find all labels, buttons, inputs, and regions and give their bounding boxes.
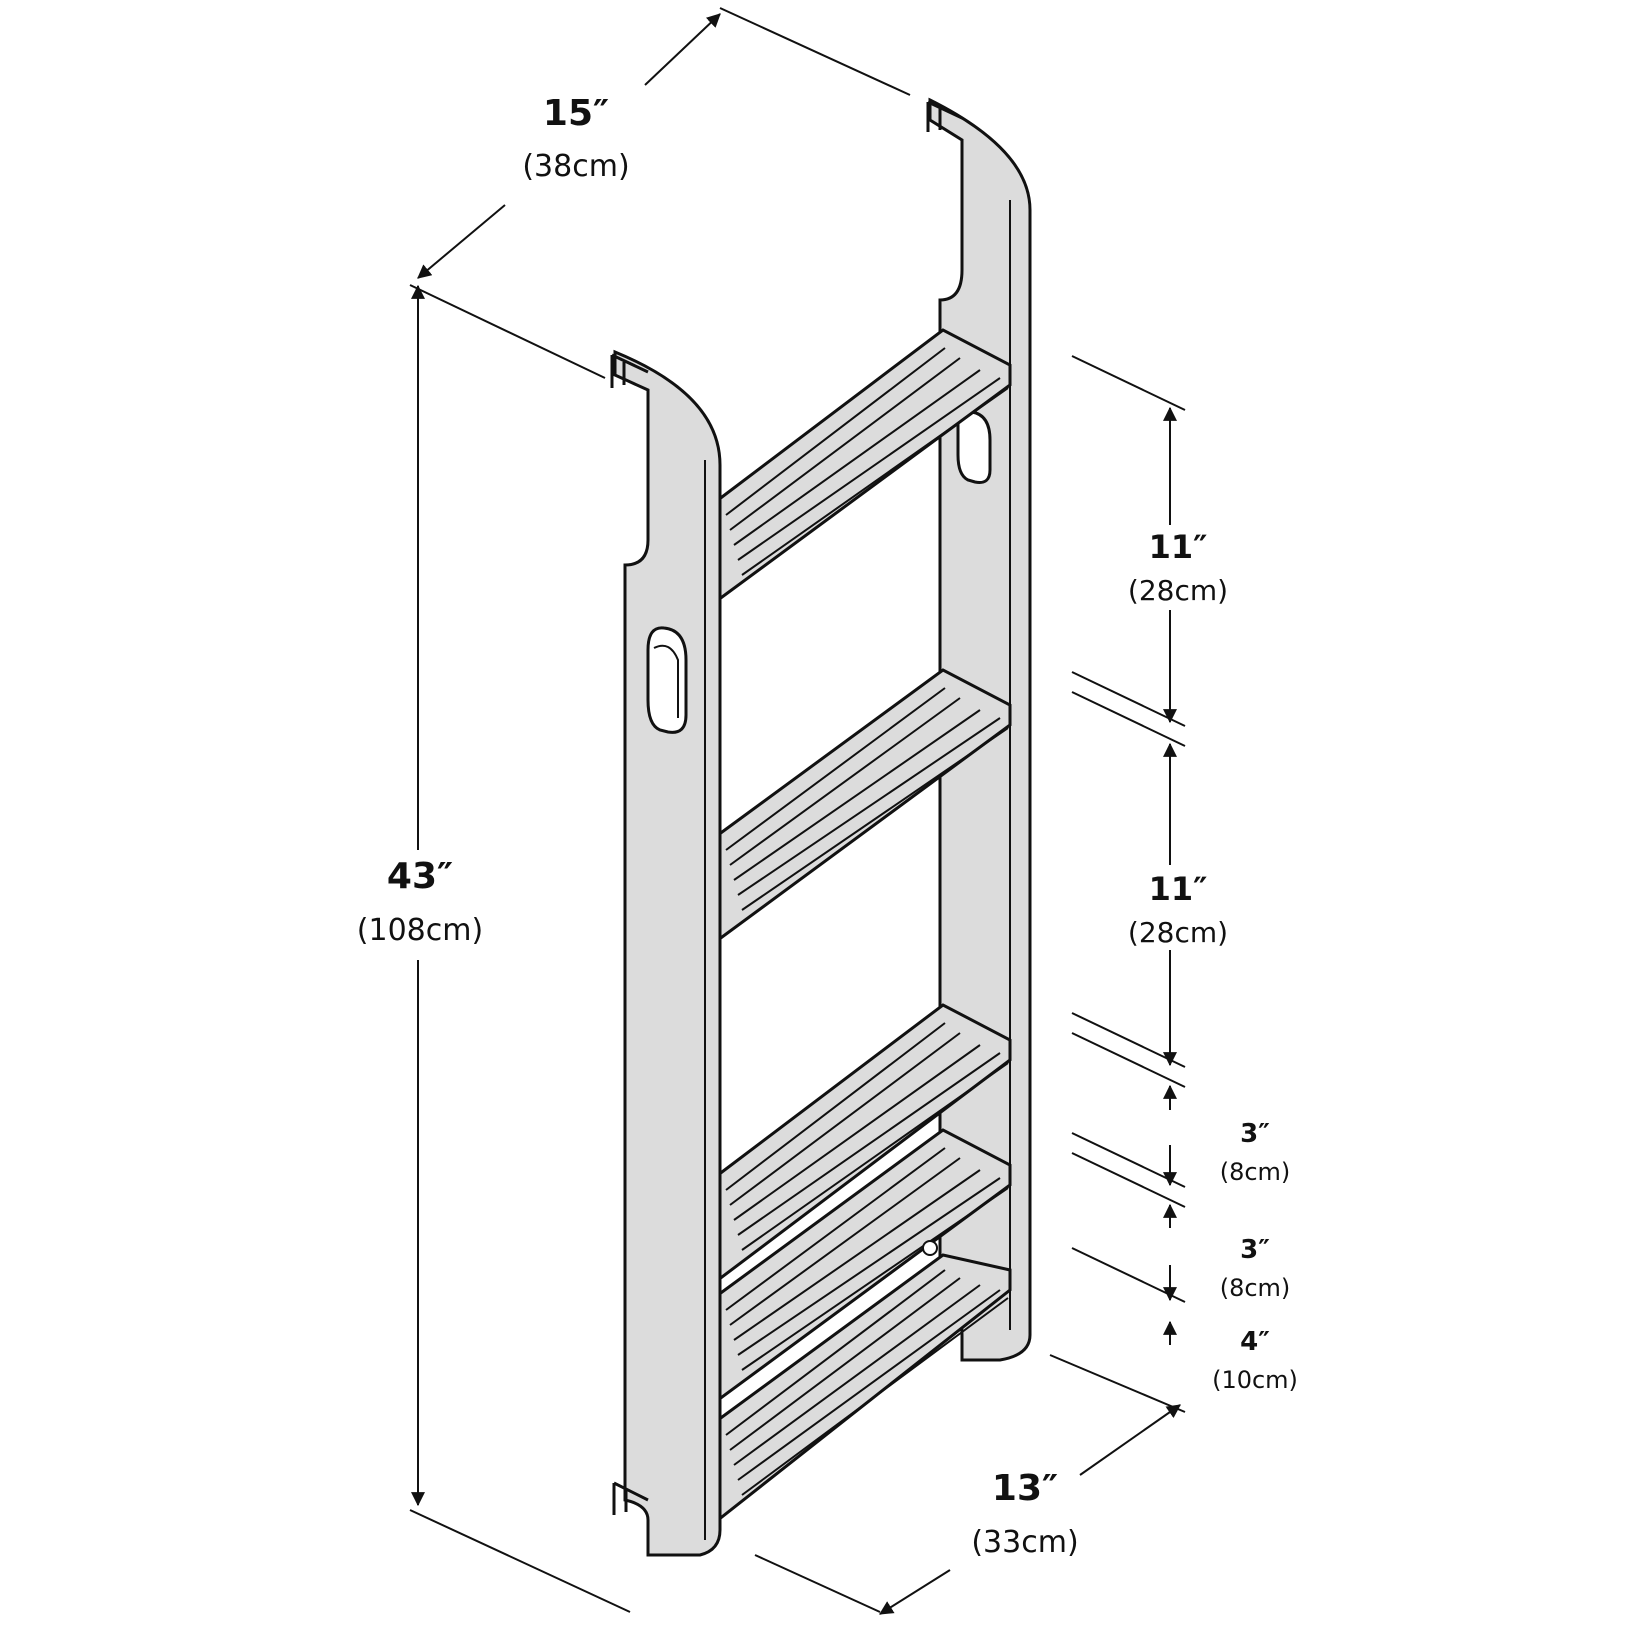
height-imperial: 43″ [387, 856, 453, 897]
step-gap-2-metric: (28cm) [1128, 916, 1228, 949]
depth-extension-left [754, 1554, 881, 1613]
depth-extension-right [1049, 1354, 1186, 1413]
front-rail-slot [646, 626, 688, 734]
height-extension-bottom [409, 1509, 631, 1613]
steps [716, 328, 1012, 1524]
width-dim-line-upper [644, 13, 721, 86]
depth-dim-line-upper [1079, 1404, 1181, 1476]
bottom-gap-metric: (10cm) [1212, 1366, 1298, 1394]
step-gap-4-metric: (8cm) [1220, 1274, 1291, 1302]
back-rail-slot [956, 410, 992, 484]
front-rail [613, 349, 722, 1557]
step-peg [922, 1240, 938, 1256]
width-imperial: 15″ [543, 93, 609, 134]
step-gap-3-label: 3″ (8cm) [1220, 1119, 1291, 1186]
dimension-labels: 15″ (38cm) 43″ (108cm) 11″ (28cm) 11″ (2… [357, 93, 1298, 1560]
ladder-drawing [610, 97, 1032, 1557]
back-rail-hook [926, 100, 963, 132]
width-dim-line-lower [417, 204, 506, 279]
front-rail-top-hook [610, 353, 649, 388]
depth-imperial: 13″ [992, 1468, 1058, 1509]
width-extension-right [719, 7, 911, 96]
step-gap-2-label: 11″ (28cm) [1128, 870, 1228, 949]
width-extension-left [409, 284, 606, 379]
depth-metric: (33cm) [971, 1525, 1078, 1560]
step-gap-1-imperial: 11″ [1149, 528, 1208, 566]
front-rail-bottom-hook [612, 1481, 649, 1515]
step-gap-3-metric: (8cm) [1220, 1158, 1291, 1186]
step-gap-2-imperial: 11″ [1149, 870, 1208, 908]
height-metric: (108cm) [357, 913, 483, 948]
step-gap-1-label: 11″ (28cm) [1128, 528, 1228, 607]
depth-dim-line-lower [879, 1569, 951, 1615]
step-gap-3-imperial: 3″ [1240, 1119, 1270, 1149]
bottom-gap-label: 4″ (10cm) [1212, 1327, 1298, 1394]
width-metric: (38cm) [522, 149, 629, 184]
step-gap-4-label: 3″ (8cm) [1220, 1235, 1291, 1302]
step-gap-1-metric: (28cm) [1128, 574, 1228, 607]
height-label: 43″ (108cm) [357, 856, 483, 948]
width-label: 15″ (38cm) [522, 93, 629, 184]
step-gap-4-imperial: 3″ [1240, 1235, 1270, 1265]
depth-label: 13″ (33cm) [971, 1468, 1078, 1560]
bottom-gap-imperial: 4″ [1240, 1327, 1270, 1357]
dimension-lines [409, 7, 1186, 1615]
